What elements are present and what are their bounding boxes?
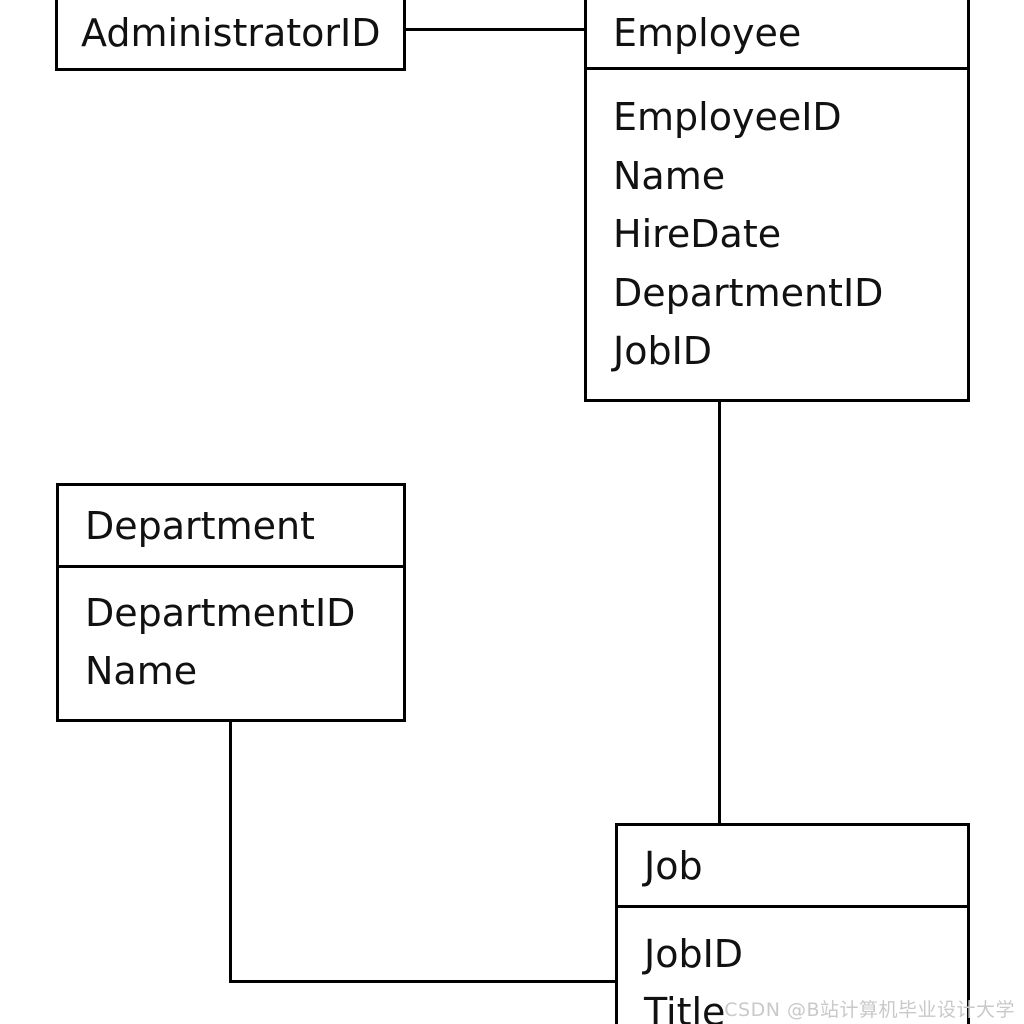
- entity-employee-header: Employee: [587, 0, 967, 70]
- entity-employee-title: Employee: [613, 11, 802, 55]
- entity-administrator-header: AdministratorID: [58, 0, 403, 68]
- entity-department-field-name: Name: [85, 649, 198, 693]
- entity-employee-field-employeeid: EmployeeID: [613, 95, 842, 139]
- entity-department-body: DepartmentID Name: [59, 568, 403, 700]
- entity-employee-field-departmentid: DepartmentID: [613, 270, 884, 315]
- entity-administrator: AdministratorID: [55, 0, 406, 71]
- entity-job-header: Job: [618, 826, 967, 908]
- entity-job-field-title: Title: [644, 990, 726, 1024]
- connector-department-job-vertical: [229, 720, 232, 983]
- entity-employee-field-hiredate: HireDate: [613, 212, 782, 256]
- entity-department-field-departmentid: DepartmentID: [85, 591, 356, 635]
- entity-employee-field-name: Name: [613, 153, 726, 198]
- csdn-watermark: CSDN @B站计算机毕业设计大学: [724, 999, 1015, 1021]
- entity-department-title: Department: [85, 503, 315, 548]
- connector-administrator-employee: [405, 28, 584, 31]
- entity-job: Job JobID Title: [615, 823, 970, 1024]
- entity-employee: Employee EmployeeID Name HireDate Depart…: [584, 0, 970, 402]
- entity-department: Department DepartmentID Name: [56, 483, 406, 722]
- entity-job-field-jobid: JobID: [644, 932, 744, 976]
- entity-department-header: Department: [59, 486, 403, 568]
- entity-employee-body: EmployeeID Name HireDate DepartmentID Jo…: [587, 70, 967, 381]
- entity-job-body: JobID Title: [618, 908, 967, 1024]
- entity-job-title: Job: [644, 843, 703, 888]
- entity-administrator-title: AdministratorID: [81, 10, 381, 55]
- connector-department-job-horizontal: [229, 980, 618, 983]
- entity-employee-field-jobid: JobID: [613, 329, 713, 373]
- connector-employee-job: [718, 400, 721, 825]
